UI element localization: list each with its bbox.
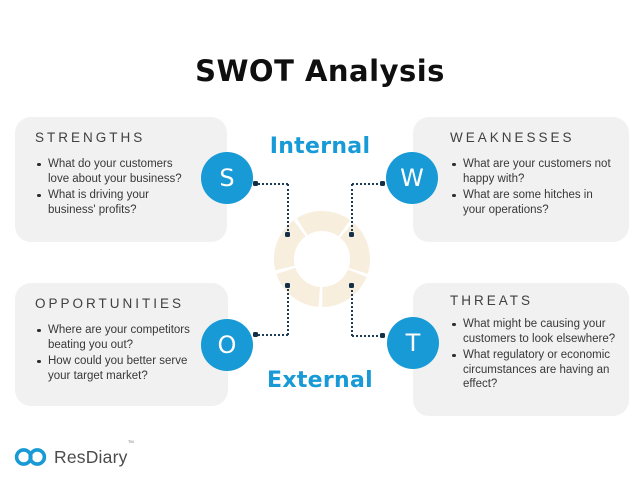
list-item: What might be causing your customers to … <box>450 317 619 346</box>
list-item: What are some hitches in your operations… <box>450 188 618 217</box>
opportunities-heading: OPPORTUNITIES <box>35 296 185 311</box>
trademark-symbol: ™ <box>127 439 135 447</box>
connector-line <box>351 184 353 235</box>
list-item: What do your customers love about your b… <box>35 157 193 186</box>
threats-card: THREATS What might be causing your custo… <box>413 283 629 416</box>
list-item: What are your customers not happy with? <box>450 157 618 186</box>
strengths-list: What do your customers love about your b… <box>35 157 213 217</box>
connector-dot <box>285 283 290 288</box>
threats-heading: THREATS <box>450 293 534 308</box>
list-item: How could you better serve your target m… <box>35 354 200 383</box>
page-title: SWOT Analysis <box>195 54 445 88</box>
strengths-letter-badge: S <box>201 152 253 204</box>
connector-line <box>352 335 382 337</box>
connector-dot <box>380 181 385 186</box>
threats-list: What might be causing your customers to … <box>450 317 619 392</box>
resdiary-bow-icon <box>14 448 47 466</box>
connector-line <box>287 286 289 335</box>
connector-dot <box>285 232 290 237</box>
opportunities-card: OPPORTUNITIES Where are your competitors… <box>15 283 228 406</box>
weaknesses-card: WEAKNESSES What are your customers not h… <box>413 117 629 242</box>
strengths-card: STRENGTHS What do your customers love ab… <box>15 117 227 242</box>
connector-dot <box>349 232 354 237</box>
list-item: What is driving your business' profits? <box>35 188 193 217</box>
connector-line <box>287 184 289 235</box>
opportunities-letter-badge: O <box>201 319 253 371</box>
connector-line <box>351 286 353 336</box>
connector-line <box>258 334 288 336</box>
connector-dot <box>253 181 258 186</box>
weaknesses-list: What are your customers not happy with? … <box>450 157 619 217</box>
connector-line <box>258 183 288 185</box>
resdiary-logo: ResDiary™ <box>14 440 134 468</box>
connector-dot <box>380 333 385 338</box>
list-item: What regulatory or economic circumstance… <box>450 348 619 392</box>
connector-line <box>352 183 382 185</box>
strengths-heading: STRENGTHS <box>35 130 146 145</box>
cycle-ring-icon <box>274 211 370 307</box>
connector-dot <box>349 283 354 288</box>
internal-label: Internal <box>269 134 371 159</box>
resdiary-wordmark: ResDiary™ <box>54 440 134 468</box>
resdiary-name: ResDiary <box>54 446 128 467</box>
threats-letter-badge: T <box>387 317 439 369</box>
opportunities-list: Where are your competitors beating you o… <box>35 323 214 383</box>
list-item: Where are your competitors beating you o… <box>35 323 200 352</box>
connector-dot <box>253 332 258 337</box>
weaknesses-letter-badge: W <box>386 152 438 204</box>
weaknesses-heading: WEAKNESSES <box>450 130 575 145</box>
external-label: External <box>267 368 373 393</box>
